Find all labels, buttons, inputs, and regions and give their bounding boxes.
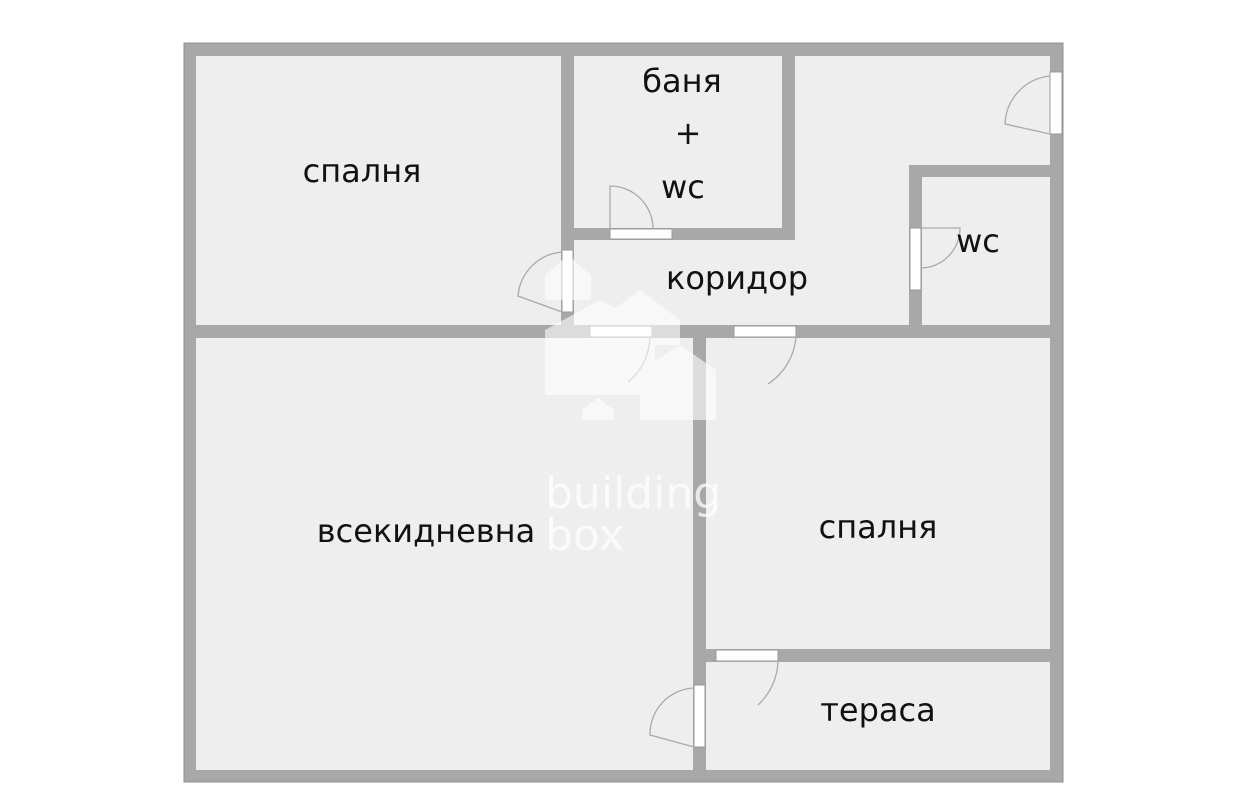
floor-bedroom-right xyxy=(706,338,1050,649)
door-entrance xyxy=(1049,71,1063,135)
watermark-text-box: box xyxy=(545,510,625,561)
label-bathroom-line1: баня xyxy=(642,62,722,100)
watermark-logo xyxy=(545,255,716,420)
floor-corridor xyxy=(574,56,1050,325)
swing-bedroom-right xyxy=(734,336,797,385)
floor-bathroom xyxy=(574,56,782,228)
floor-bedroom-top-left xyxy=(196,56,561,325)
swing-terrace xyxy=(716,660,779,706)
watermark-text-building: building xyxy=(545,468,721,519)
swing-bathroom xyxy=(609,185,654,230)
door-terrace xyxy=(715,649,779,662)
label-living-room: всекидневна xyxy=(317,512,535,550)
floor-terrace xyxy=(706,662,1050,770)
label-bathroom-line2: + xyxy=(675,114,702,152)
door-bathroom xyxy=(609,228,673,240)
label-bathroom-line3: wc xyxy=(661,168,705,206)
door-swings xyxy=(517,75,1051,748)
label-bedroom-right: спалня xyxy=(819,508,938,546)
floor-wc xyxy=(922,177,1050,325)
watermark-house-3 xyxy=(545,300,655,395)
label-wc: wc xyxy=(956,222,1000,260)
label-terrace: тераса xyxy=(820,691,935,729)
watermark-house-5 xyxy=(582,398,614,420)
swing-bedroom-top-left xyxy=(517,251,563,313)
swing-wc xyxy=(920,227,961,269)
label-bedroom-top-left: спалня xyxy=(303,152,422,190)
watermark-house-4 xyxy=(640,345,716,420)
label-corridor: коридор xyxy=(666,259,808,297)
door-living-terrace xyxy=(693,684,706,748)
door-wc xyxy=(909,227,922,291)
door-bedroom-right xyxy=(733,325,797,338)
watermark-house-1 xyxy=(545,255,591,300)
swing-entrance xyxy=(1004,75,1051,135)
swing-living-terrace xyxy=(649,687,695,748)
